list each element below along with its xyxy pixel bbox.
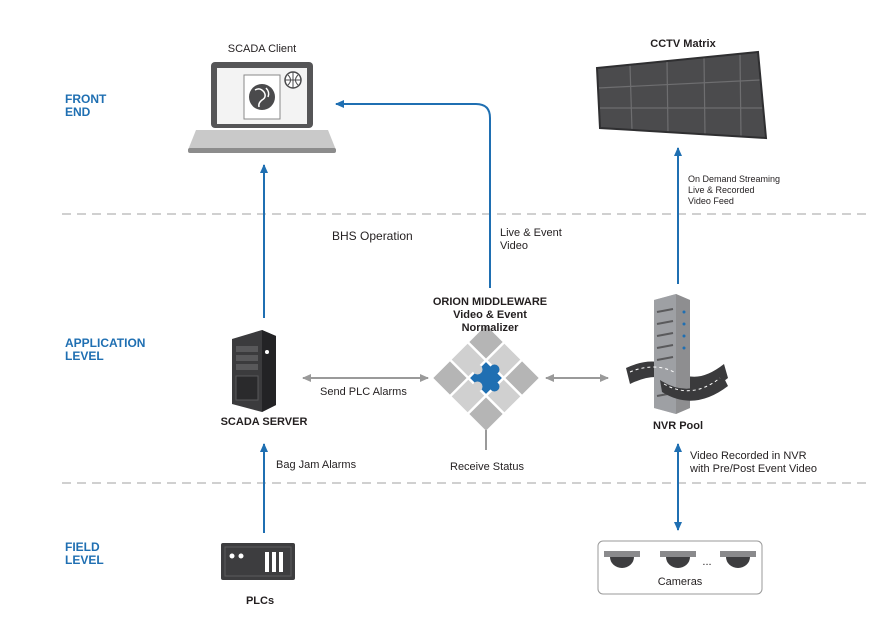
edge-label-line: Video [500,240,528,252]
dome-camera-icon [720,551,756,568]
level-label-line: END [65,105,91,119]
dome-camera-icon [660,551,696,568]
node-label-scada-server: SCADA SERVER [220,416,308,428]
edge-label-video-recorded: Video Recorded in NVR with Pre/Post Even… [690,450,817,476]
edge-label-line: Live & Recorded [688,185,755,195]
node-label-scada-client: SCADA Client [227,43,297,55]
edge-label-line: Video Recorded in NVR [690,450,807,462]
level-label-application: APPLICATION LEVEL [65,337,145,363]
edge-label-send-plc-alarms: Send PLC Alarms [320,386,407,398]
node-label-line: ORION MIDDLEWARE [432,296,548,308]
edge-label-line: Live & Event [500,227,562,239]
arrow-middleware-to-client [335,100,491,288]
puzzle-icon [431,323,541,433]
node-label-plcs: PLCs [245,595,275,607]
edge-label-line: Video Feed [688,196,734,206]
dome-camera-icon [604,551,640,568]
cameras-ellipsis: ... [702,556,712,568]
level-label-line: LEVEL [65,553,104,567]
edge-label-line: On Demand Streaming [688,174,781,184]
laptop-icon [188,62,336,153]
edge-label-on-demand: On Demand Streaming Live & Recorded Vide… [688,174,780,207]
level-label-front-end: FRONT END [65,93,106,119]
level-label-line: FIELD [65,540,100,554]
video-wall-icon [595,50,768,140]
plc-icon [221,543,295,580]
node-label-nvr-pool: NVR Pool [652,420,704,432]
level-label-line: FRONT [65,92,107,106]
node-label-middleware: ORION MIDDLEWARE Video & Event Normalize… [428,296,552,335]
node-label-line: Normalizer [461,322,519,334]
server-tower-icon [232,330,276,412]
edge-label-live-event-video: Live & Event Video [500,227,562,253]
node-label-cctv-matrix: CCTV Matrix [650,38,716,50]
edge-label-line: with Pre/Post Event Video [690,463,817,475]
level-label-line: LEVEL [65,349,104,363]
level-label-line: APPLICATION [65,336,146,350]
node-label-cameras: Cameras [657,576,703,588]
edge-label-receive-status: Receive Status [450,461,524,473]
nvr-rack-icon [626,294,728,414]
level-label-field: FIELD LEVEL [65,541,104,567]
edge-label-bhs-operation: BHS Operation [332,229,413,243]
edge-label-bag-jam-alarms: Bag Jam Alarms [276,459,357,471]
node-label-line: Video & Event [453,309,527,321]
